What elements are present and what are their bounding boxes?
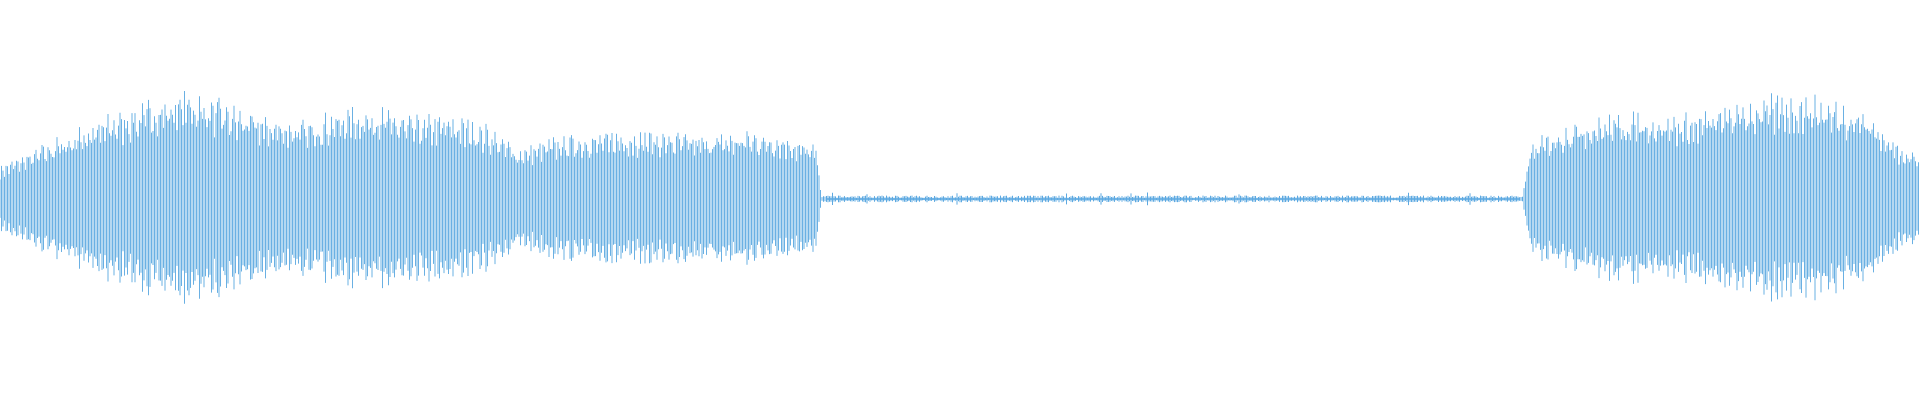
waveform-samples bbox=[0, 91, 1919, 304]
